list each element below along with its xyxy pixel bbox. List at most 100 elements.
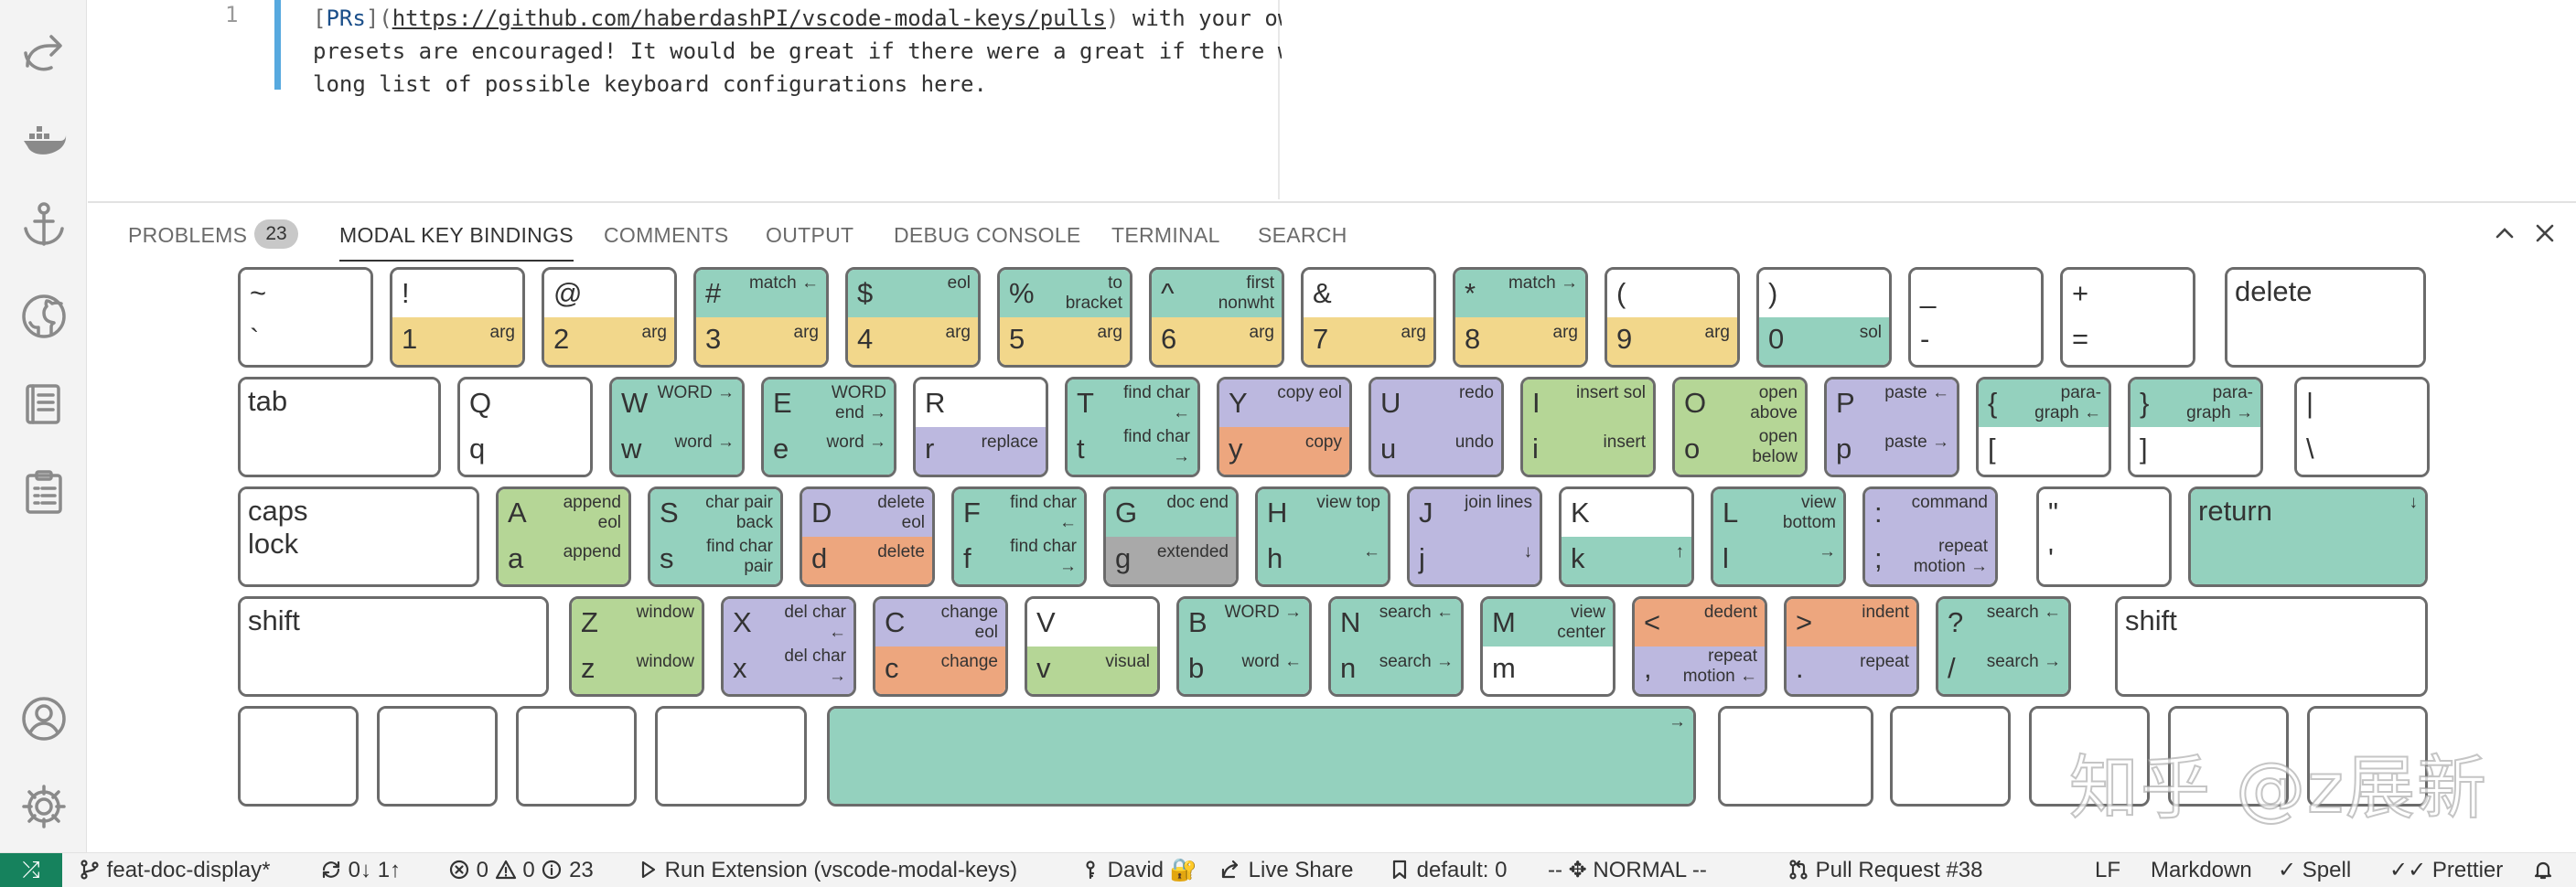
key-shift[interactable]: shift — [2115, 596, 2428, 697]
key-tab[interactable]: tab — [238, 377, 441, 477]
key-caps-lock[interactable]: caps lock — [238, 486, 479, 587]
key-blank-2[interactable] — [516, 706, 637, 807]
key-return[interactable]: return↓ — [2188, 486, 2428, 587]
key-slash[interactable]: ?/search ←search → — [1936, 596, 2071, 697]
key-blank-1[interactable] — [377, 706, 498, 807]
editor-pane-right[interactable] — [1282, 0, 2576, 199]
clipboard-icon[interactable] — [18, 466, 70, 518]
tab-terminal[interactable]: TERMINAL — [1111, 223, 1220, 247]
bookmark-indicator[interactable]: default: 0 — [1389, 858, 1507, 883]
account-icon[interactable] — [18, 693, 70, 744]
markdown-text[interactable]: [PRs](https://github.com/haberdashPI/vsc… — [313, 5, 1358, 97]
user-indicator[interactable]: David 🔐 — [1079, 858, 1197, 883]
language-mode[interactable]: Markdown — [2151, 858, 2252, 882]
chevron-up-icon[interactable] — [2491, 219, 2518, 247]
eol-indicator[interactable]: LF — [2095, 858, 2121, 882]
key-lbracket[interactable]: {[para- graph ← — [1976, 377, 2111, 477]
key-blank-6[interactable] — [1890, 706, 2011, 807]
key-delete[interactable]: delete — [2225, 267, 2426, 368]
live-share-button[interactable]: Live Share — [1220, 858, 1353, 883]
bell-icon[interactable] — [2532, 858, 2554, 883]
key-backtick[interactable]: ~` — [238, 267, 373, 368]
tab-comments[interactable]: COMMENTS — [604, 223, 729, 247]
editor-pane[interactable]: 1 [PRs](https://github.com/haberdashPI/v… — [88, 0, 1358, 199]
key-equals[interactable]: += — [2060, 267, 2195, 368]
link-url[interactable]: https://github.com/haberdashPI/vscode-mo… — [392, 5, 1106, 31]
spell-indicator[interactable]: ✓ Spell — [2278, 858, 2352, 882]
prettier-indicator[interactable]: ✓✓ Prettier — [2389, 858, 2504, 882]
run-extension-button[interactable]: Run Extension (vscode-modal-keys) — [637, 858, 1017, 883]
key-blank-0[interactable] — [238, 706, 359, 807]
key-blank-5[interactable] — [1718, 706, 1873, 807]
remote-icon[interactable]: ⤮ — [0, 853, 62, 887]
key-blank-9[interactable] — [2307, 706, 2428, 807]
key-backslash[interactable]: |\ — [2294, 377, 2430, 477]
tab-search[interactable]: SEARCH — [1258, 223, 1347, 247]
key-rbracket[interactable]: }]para- graph → — [2128, 377, 2263, 477]
vim-mode-indicator[interactable]: -- ✥ NORMAL -- — [1548, 858, 1707, 882]
tab-debug-console[interactable]: DEBUG CONSOLE — [894, 223, 1081, 247]
branch-indicator[interactable]: feat-doc-display* — [79, 858, 270, 883]
key-blank-8[interactable] — [2168, 706, 2289, 807]
tab-output[interactable]: OUTPUT — [766, 223, 854, 247]
book-icon[interactable] — [18, 379, 70, 430]
key-blank-3[interactable] — [655, 706, 807, 807]
key-space[interactable]: → — [827, 706, 1696, 807]
sync-indicator[interactable]: 0↓ 1↑ — [320, 858, 401, 883]
tab-modal-key-bindings[interactable]: MODAL KEY BINDINGS — [339, 223, 574, 262]
tab-problems[interactable]: PROBLEMS — [128, 223, 248, 247]
close-icon[interactable] — [2531, 219, 2559, 247]
pull-request-indicator[interactable]: Pull Request #38 — [1787, 858, 1982, 883]
key-minus[interactable]: _- — [1908, 267, 2044, 368]
docker-whale-icon[interactable] — [18, 115, 70, 166]
github-icon[interactable] — [18, 291, 70, 342]
problems-indicator[interactable]: 0 0 23 — [448, 858, 594, 883]
key-shift[interactable]: shift — [238, 596, 549, 697]
gear-icon[interactable] — [18, 781, 70, 832]
anchor-icon[interactable] — [18, 199, 70, 251]
key-quote[interactable]: "' — [2036, 486, 2172, 587]
share-arrow-icon[interactable] — [18, 26, 70, 77]
link-text[interactable]: PRs — [326, 5, 366, 31]
key-blank-7[interactable] — [2029, 706, 2150, 807]
